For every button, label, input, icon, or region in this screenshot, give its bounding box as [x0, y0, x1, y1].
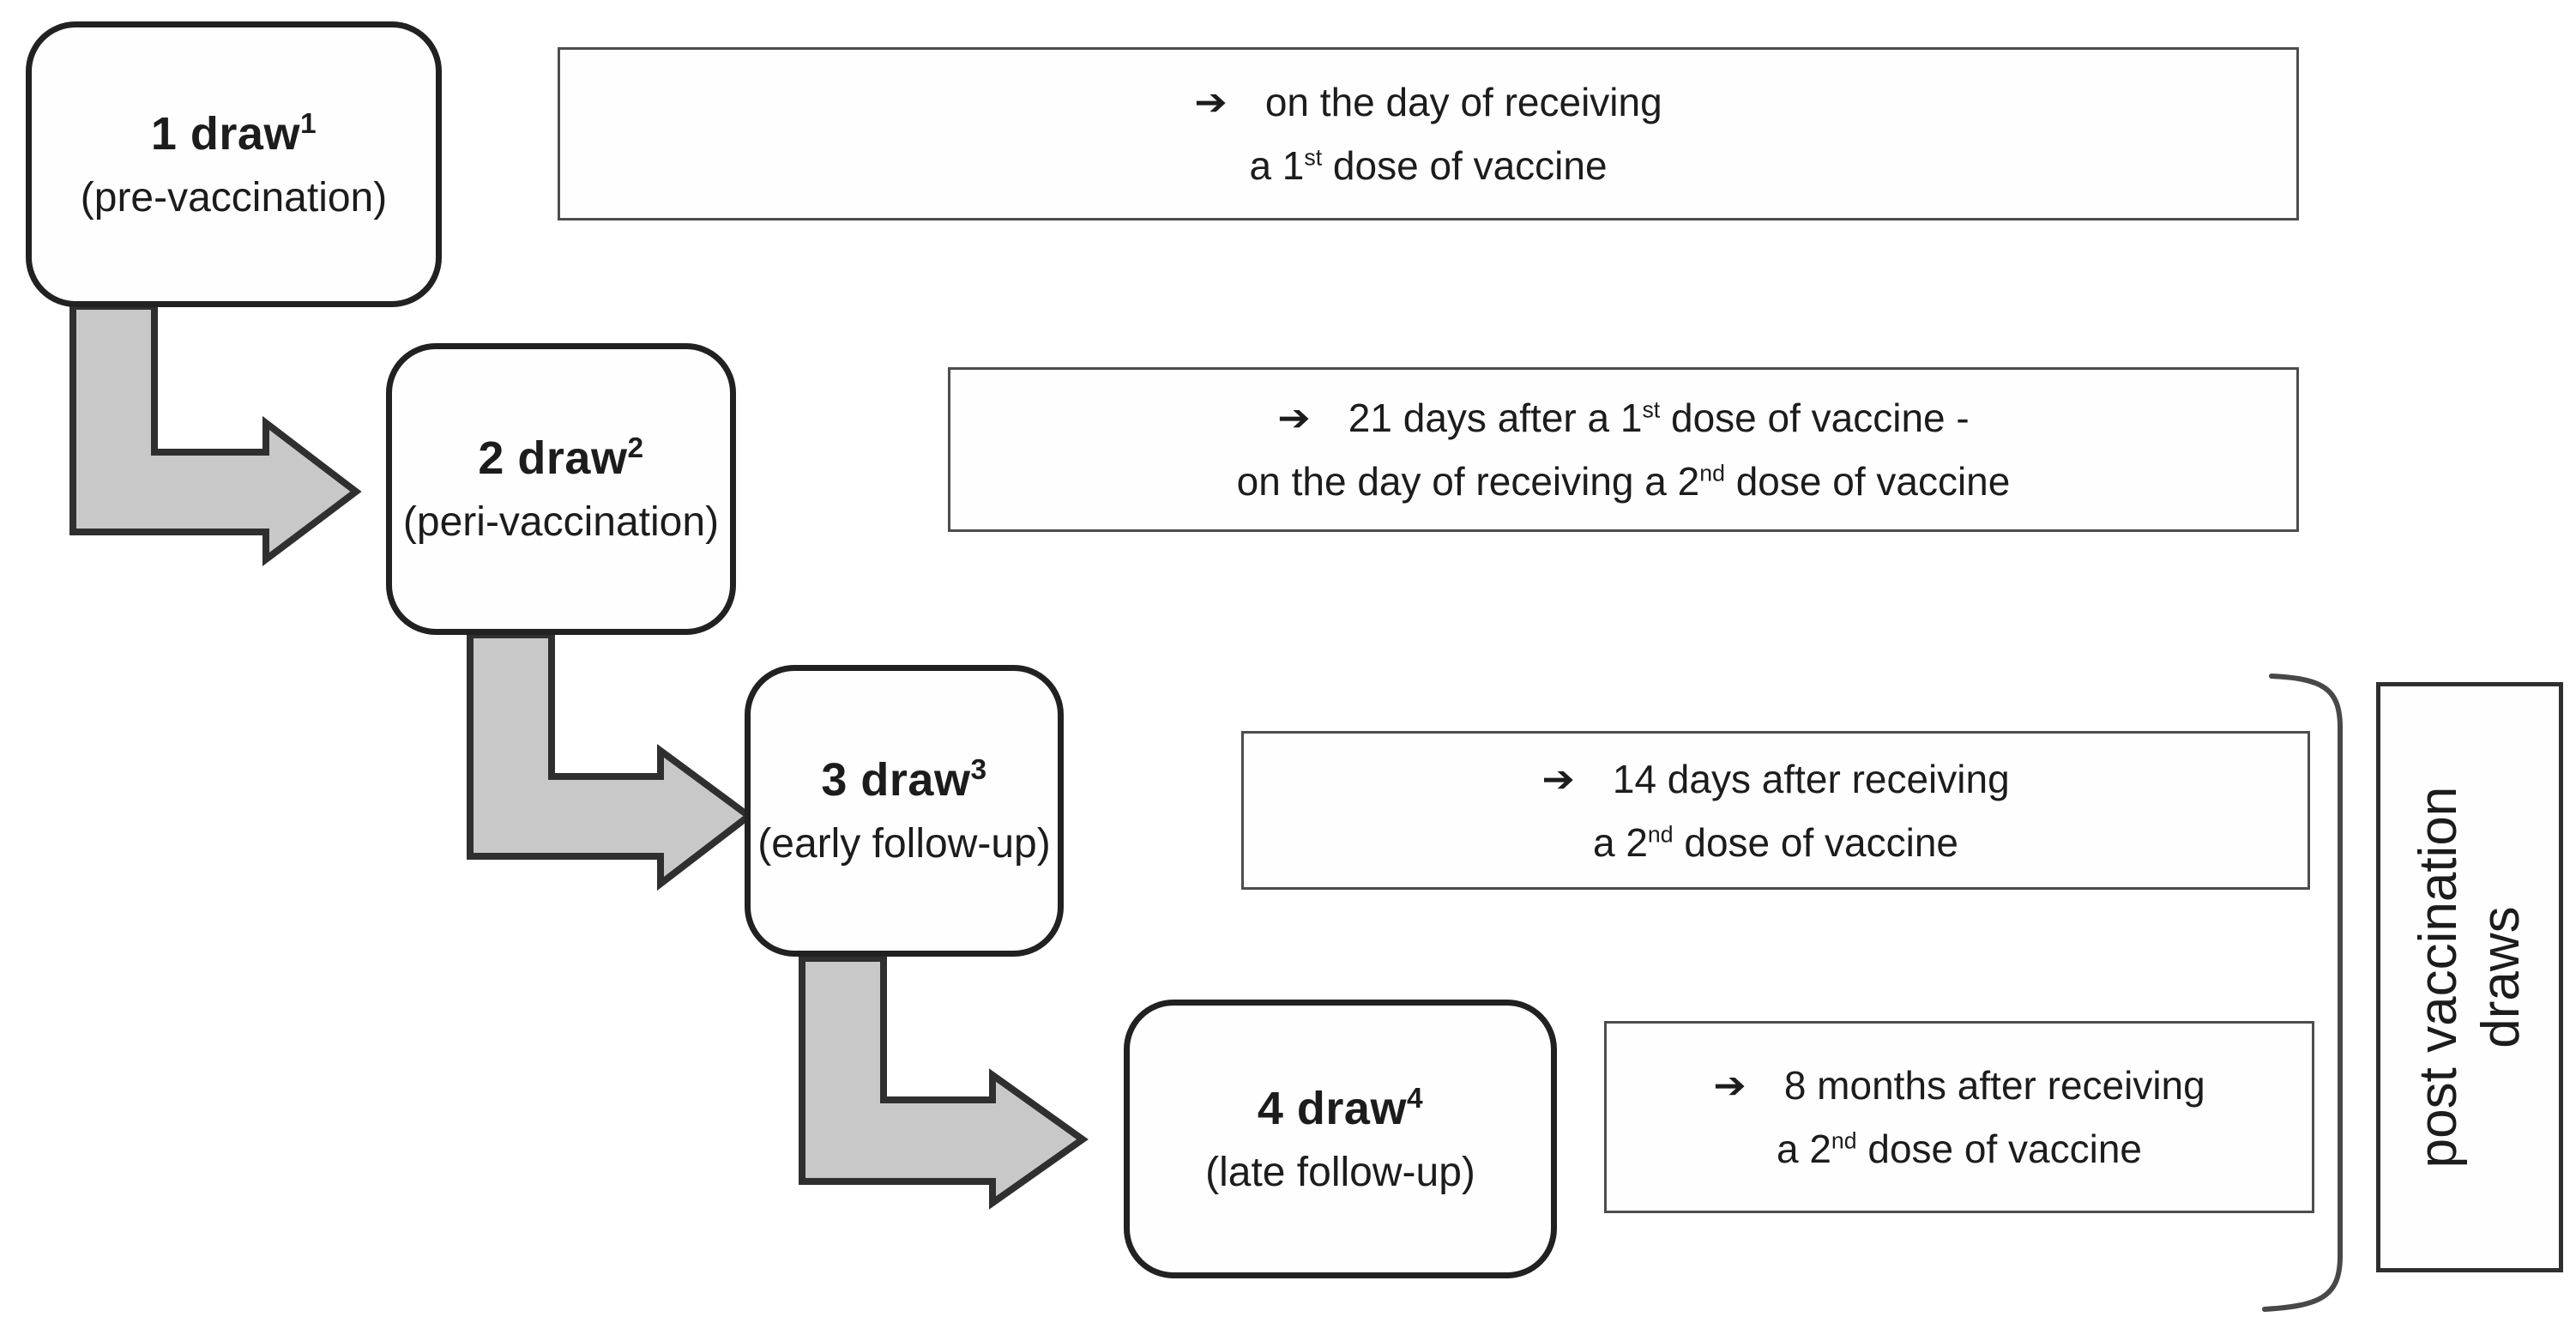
draw-box-4-subtitle: (late follow-up) [1205, 1149, 1475, 1195]
post-vaccination-label-line1: post vaccination [2408, 786, 2468, 1169]
post-vaccination-bracket [2262, 674, 2343, 1312]
timing-box-3-line1: ➔14 days after receiving [1541, 756, 2010, 801]
draw-box-1-footnote-sup: 1 [299, 107, 317, 140]
arrow-bullet-icon: ➔ [1713, 1065, 1746, 1106]
timing-box-3: ➔14 days after receiving a 2nd dose of v… [1241, 731, 2310, 890]
arrow-bullet-icon: ➔ [1277, 397, 1311, 438]
arrow-bullet-icon: ➔ [1541, 758, 1575, 800]
draw-box-3-subtitle: (early follow-up) [757, 821, 1051, 867]
elbow-arrow-1-icon [69, 303, 362, 567]
timing-box-1-line1: ➔on the day of receiving [1194, 80, 1662, 124]
post-vaccination-label: post vaccination draws [2407, 682, 2532, 1272]
arrow-bullet-icon: ➔ [1194, 82, 1228, 123]
elbow-arrow-2-icon [467, 631, 755, 891]
timing-box-4: ➔8 months after receiving a 2nd dose of … [1604, 1021, 2314, 1213]
draw-box-2: 2 draw2 (peri-vaccination) [386, 343, 736, 635]
draw-box-3: 3 draw3 (early follow-up) [745, 665, 1064, 957]
draw-box-2-subtitle: (peri-vaccination) [402, 499, 720, 545]
draw-box-3-footnote-sup: 3 [970, 754, 987, 786]
draw-box-2-footnote-sup: 2 [627, 432, 644, 464]
draw-box-4-footnote-sup: 4 [1406, 1082, 1424, 1115]
timing-box-1: ➔on the day of receiving a 1st dose of v… [558, 47, 2299, 220]
timing-box-2-line2: on the day of receiving a 2nd dose of va… [1236, 459, 2011, 504]
timing-box-2-line1: ➔21 days after a 1st dose of vaccine - [1277, 396, 1970, 440]
draw-box-1-title: 1 draw1 [150, 107, 317, 160]
draw-box-1-subtitle: (pre-vaccination) [80, 174, 388, 220]
draw-box-4-title: 4 draw4 [1257, 1082, 1424, 1134]
timing-box-4-line2: a 2nd dose of vaccine [1776, 1127, 2143, 1171]
draw-box-3-title: 3 draw3 [821, 754, 987, 806]
elbow-arrow-3-icon [799, 955, 1089, 1210]
draw-box-2-title: 2 draw2 [478, 432, 644, 484]
post-vaccination-label-box: post vaccination draws [2376, 682, 2563, 1272]
draw-box-4: 4 draw4 (late follow-up) [1124, 1000, 1557, 1278]
timing-box-2: ➔21 days after a 1st dose of vaccine - o… [948, 367, 2299, 532]
timing-box-1-line2: a 1st dose of vaccine [1249, 143, 1608, 188]
post-vaccination-label-line2: draws [2471, 906, 2531, 1048]
draw-box-1: 1 draw1 (pre-vaccination) [26, 21, 442, 307]
timing-box-4-line1: ➔8 months after receiving [1713, 1063, 2205, 1108]
timing-box-3-line2: a 2nd dose of vaccine [1592, 819, 1959, 865]
